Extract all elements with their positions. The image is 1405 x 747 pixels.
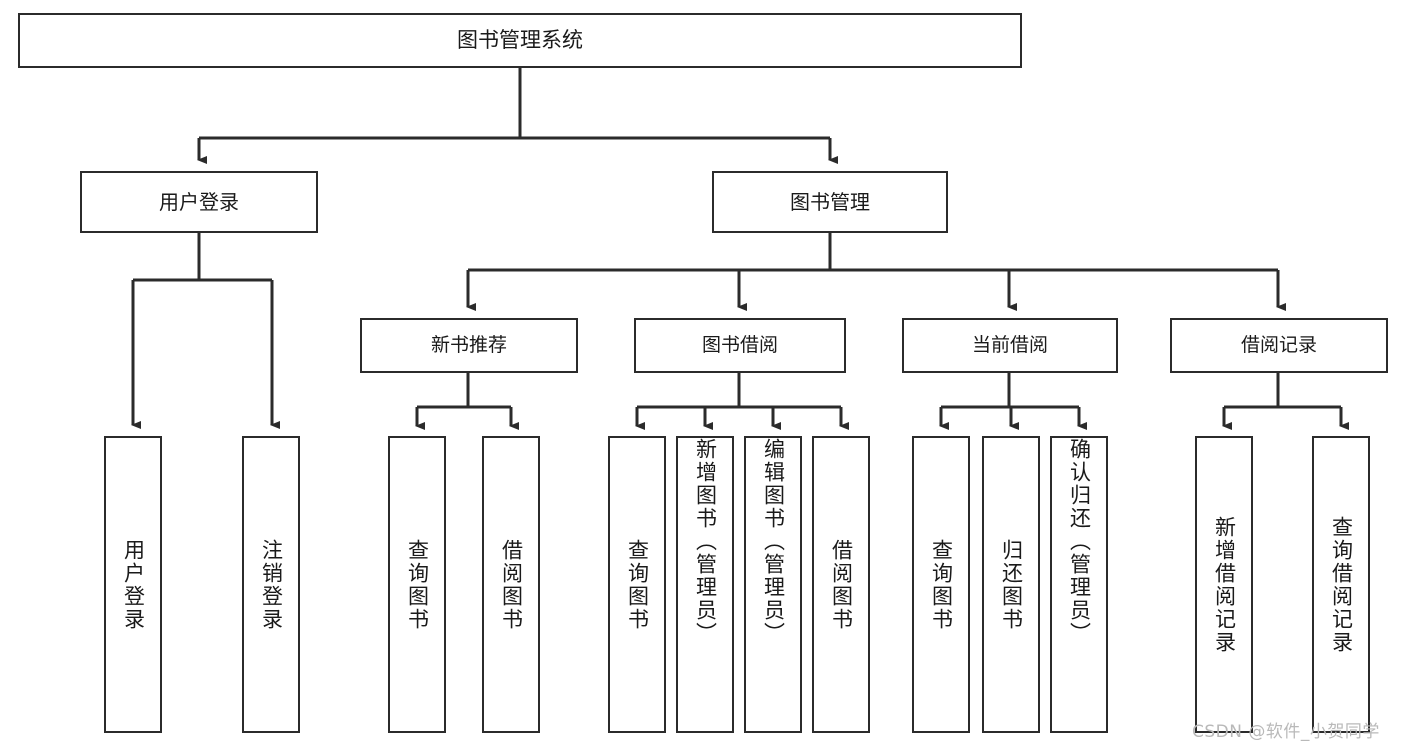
node-user-login[interactable]: 用户登录: [80, 171, 318, 233]
node-user-login-do-label: 用户登录: [121, 538, 146, 631]
node-bb-borrow-book[interactable]: 借阅图书: [812, 436, 870, 733]
node-book-borrow[interactable]: 图书借阅: [634, 318, 846, 373]
node-nbr-borrow-book-label: 借阅图书: [499, 538, 524, 631]
node-new-book-recommend-label: 新书推荐: [430, 333, 507, 356]
node-br-add-record[interactable]: 新增借阅记录: [1195, 436, 1253, 733]
node-cb-query-book[interactable]: 查询图书: [912, 436, 970, 733]
node-root-label: 图书管理系统: [457, 27, 583, 52]
node-nbr-borrow-book[interactable]: 借阅图书: [482, 436, 540, 733]
node-book-management[interactable]: 图书管理: [712, 171, 948, 233]
node-bb-edit-book-admin-label: 编辑图书（管理员）: [761, 438, 786, 645]
node-cb-confirm-return-admin[interactable]: 确认归还（管理员）: [1050, 436, 1108, 733]
node-bb-add-book-admin[interactable]: 新增图书（管理员）: [676, 436, 734, 733]
node-cb-confirm-return-admin-label: 确认归还（管理员）: [1067, 438, 1092, 645]
node-cb-query-book-label: 查询图书: [929, 538, 954, 631]
node-root[interactable]: 图书管理系统: [18, 13, 1022, 68]
csdn-watermark: CSDN @软件_小贺同学: [1192, 722, 1380, 742]
node-new-book-recommend[interactable]: 新书推荐: [360, 318, 578, 373]
node-cb-return-book-label: 归还图书: [999, 538, 1024, 631]
node-bb-borrow-book-label: 借阅图书: [829, 538, 854, 631]
node-borrow-record-label: 借阅记录: [1240, 333, 1317, 356]
node-br-query-record-label: 查询借阅记录: [1329, 515, 1354, 654]
node-nbr-query-book[interactable]: 查询图书: [388, 436, 446, 733]
node-book-borrow-label: 图书借阅: [701, 333, 778, 356]
node-user-login-do[interactable]: 用户登录: [104, 436, 162, 733]
node-br-query-record[interactable]: 查询借阅记录: [1312, 436, 1370, 733]
node-user-logout[interactable]: 注销登录: [242, 436, 300, 733]
node-bb-query-book-label: 查询图书: [625, 538, 650, 631]
node-current-borrow[interactable]: 当前借阅: [902, 318, 1118, 373]
node-bb-query-book[interactable]: 查询图书: [608, 436, 666, 733]
node-user-logout-label: 注销登录: [259, 538, 284, 631]
node-book-management-label: 图书管理: [790, 189, 870, 214]
node-nbr-query-book-label: 查询图书: [405, 538, 430, 631]
node-bb-add-book-admin-label: 新增图书（管理员）: [693, 438, 718, 645]
node-user-login-label: 用户登录: [159, 189, 239, 214]
node-bb-edit-book-admin[interactable]: 编辑图书（管理员）: [744, 436, 802, 733]
node-cb-return-book[interactable]: 归还图书: [982, 436, 1040, 733]
node-current-borrow-label: 当前借阅: [971, 333, 1048, 356]
node-borrow-record[interactable]: 借阅记录: [1170, 318, 1388, 373]
node-br-add-record-label: 新增借阅记录: [1212, 515, 1237, 654]
